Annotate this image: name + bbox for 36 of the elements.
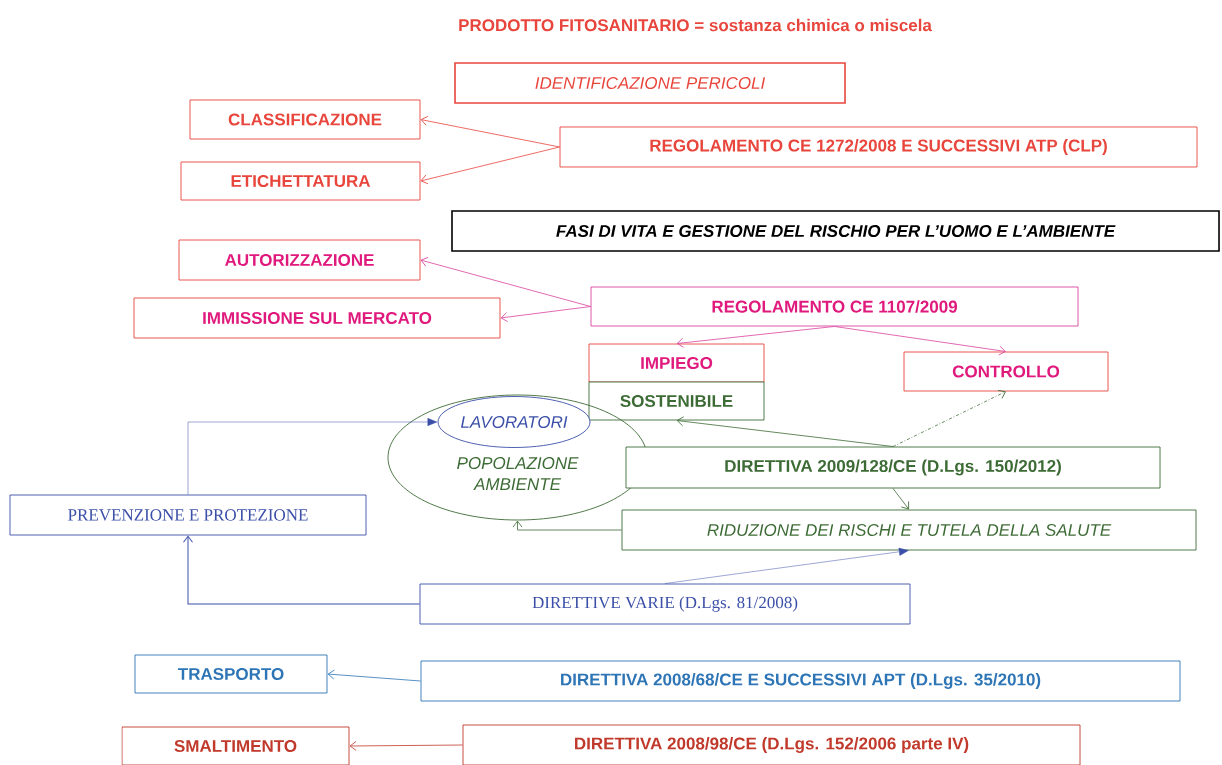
label-box: IMPIEGO — [588, 343, 765, 383]
regulation-box: REGOLAMENTO CE 1272/2008 E SUCCESSIVI ATP (CLP) — [559, 126, 1198, 168]
arrow — [349, 741, 463, 751]
arrow — [664, 547, 909, 584]
objective-box: RIDUZIONE DEI RISCHI E TUTELA DELLA SALUTE — [621, 509, 1197, 551]
regulation-box: REGOLAMENTO CE 1107/2009 — [590, 286, 1079, 327]
label-box: CLASSIFICAZIONE — [189, 99, 421, 140]
label-box: TRASPORTO — [134, 654, 328, 694]
arrow — [420, 115, 560, 148]
arrow — [420, 257, 591, 307]
title: PRODOTTO FITOSANITARIO = sostanza chimica o miscela — [459, 18, 932, 32]
directive-box: DIRETTIVA 2008/68/CE E SUCCESSIVI APT (D.Lgs. 35/2010) — [420, 660, 1181, 702]
arrow — [420, 146, 560, 185]
arrow — [183, 535, 421, 605]
arrow — [327, 669, 421, 682]
heading-box: IDENTIFICAZIONE PERICOLI — [454, 62, 846, 104]
label-box: CONTROLLO — [903, 351, 1109, 392]
directive-box: DIRETTIVA 2008/98/CE (D.Lgs. 152/2006 parte IV) — [462, 724, 1081, 765]
arrow — [892, 488, 909, 510]
directive-box: DIRETTIVE VARIE (D.Lgs. 81/2008) — [419, 583, 911, 625]
directive-box: DIRETTIVA 2009/128/CE (D.Lgs. 150/2012) — [625, 446, 1161, 489]
label-box: SOSTENIBILE — [588, 381, 765, 421]
label-box: IMMISSIONE SUL MERCATO — [133, 297, 501, 339]
label-box: SMALTIMENTO — [121, 726, 350, 765]
arrow — [892, 389, 1006, 447]
arrow — [676, 326, 835, 348]
arrow — [834, 326, 1006, 356]
arrow — [187, 418, 438, 495]
arrow — [512, 520, 622, 531]
label-box: AUTORIZZAZIONE — [178, 239, 421, 281]
ellipse-label: POPOLAZIONE AMBIENTE — [457, 457, 579, 490]
arrow — [676, 416, 894, 447]
label-box: PREVENZIONE E PROTEZIONE — [9, 494, 367, 536]
arrow — [500, 306, 591, 322]
label-box: ETICHETTATURA — [180, 161, 421, 201]
heading-box: FASI DI VITA E GESTIONE DEL RISCHIO PER L’UOMO E L’AMBIENTE — [451, 210, 1220, 252]
